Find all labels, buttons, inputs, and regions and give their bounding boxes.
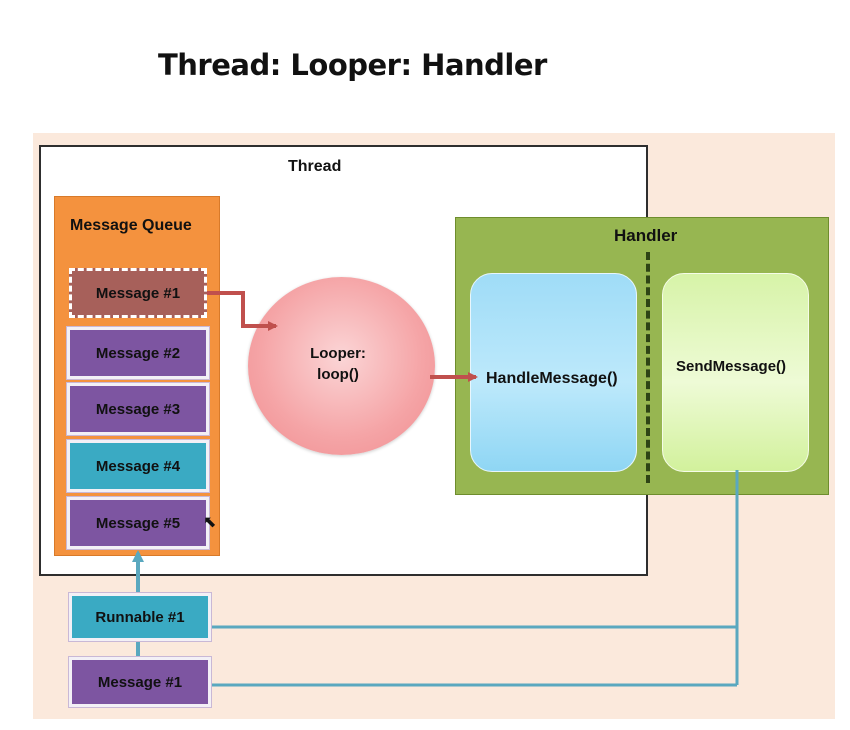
thread-label: Thread — [288, 158, 342, 175]
queue-message-5: Message #5 — [67, 497, 209, 549]
looper-label: Looper: loop() — [298, 343, 378, 385]
diagram-title: Thread: Looper: Handler — [158, 48, 547, 82]
mouse-cursor-icon: ⬉ — [203, 514, 217, 531]
queue-message-1: Message #1 — [69, 268, 207, 318]
queue-message-2: Message #2 — [67, 327, 209, 379]
looper-label-line2: loop() — [317, 366, 359, 383]
looper-label-line1: Looper: — [310, 345, 366, 362]
incoming-message-1: Message #1 — [69, 657, 211, 707]
looper-circle — [248, 277, 435, 455]
handler-divider — [646, 252, 650, 483]
send-message-label: SendMessage() — [676, 358, 787, 375]
handler-label: Handler — [614, 226, 678, 245]
handle-message-label: HandleMessage() — [486, 370, 618, 387]
handle-message-box — [470, 273, 637, 472]
send-message-box — [662, 273, 809, 472]
arrow-queue-to-looper — [207, 291, 278, 331]
incoming-runnable-1: Runnable #1 — [69, 593, 211, 641]
message-queue-label: Message Queue — [70, 217, 192, 234]
queue-message-4: Message #4 — [67, 440, 209, 492]
queue-message-3: Message #3 — [67, 383, 209, 435]
